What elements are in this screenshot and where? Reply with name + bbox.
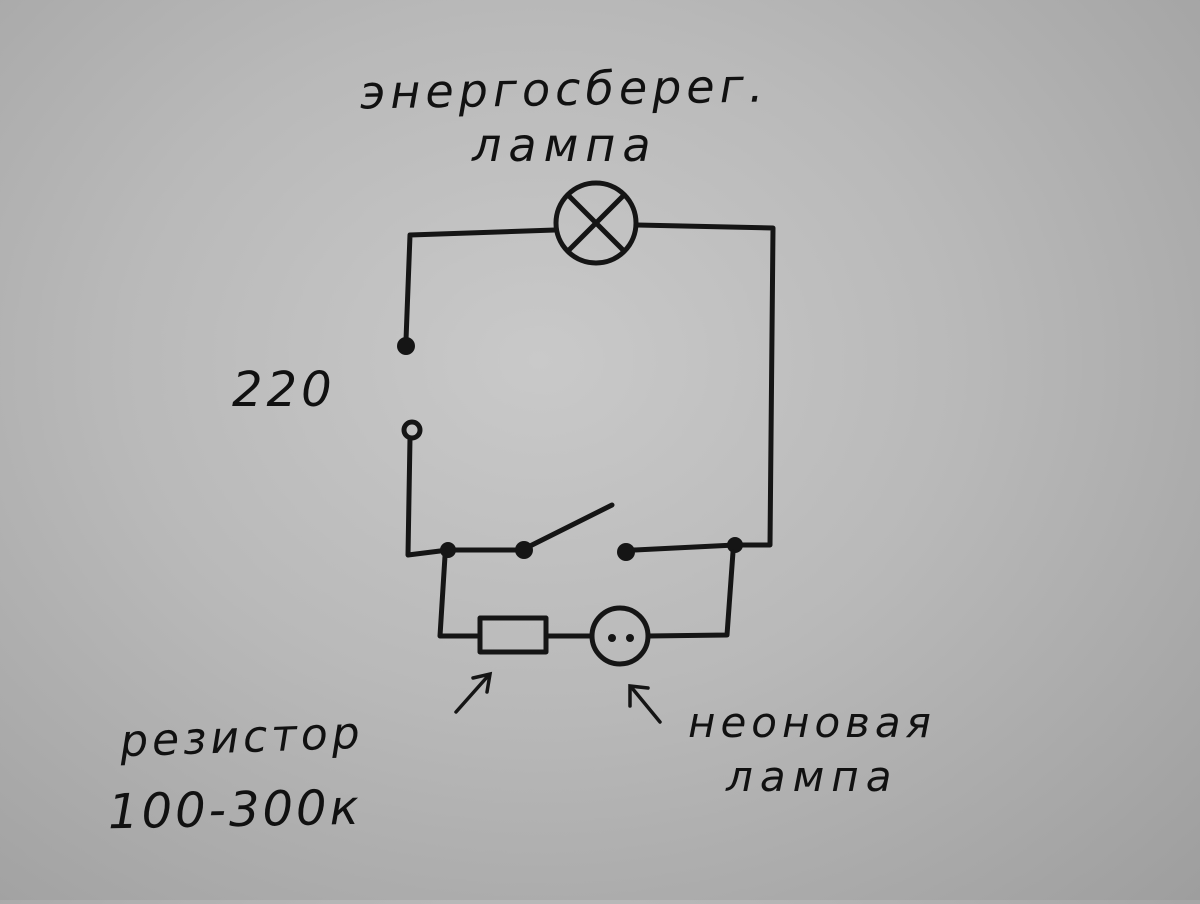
wire-top-right <box>634 222 776 548</box>
neon-label-line1: неоновая <box>688 698 936 747</box>
resistor-symbol-icon <box>477 615 549 655</box>
resistor-label: резистор <box>119 707 365 768</box>
switch-symbol-icon <box>515 502 635 561</box>
wire-branch-left <box>437 553 481 639</box>
wire-branch-right <box>645 549 736 639</box>
junction-right <box>727 537 743 553</box>
supply-terminal-top <box>397 337 415 355</box>
voltage-label: 220 <box>232 362 336 418</box>
neon-arrow-icon <box>628 684 662 724</box>
neon-lamp-symbol-icon <box>589 605 651 667</box>
wire-switch-right <box>631 542 738 553</box>
energy-saving-lamp-symbol-icon <box>553 180 639 266</box>
resistor-value-label: 100-300к <box>107 779 363 841</box>
resistor-arrow-icon <box>454 671 493 714</box>
neon-label-line2: лампа <box>726 752 899 801</box>
wire-left-lower <box>405 435 451 558</box>
supply-terminal-bottom <box>401 419 423 441</box>
lamp-title-line2: лампа <box>472 118 658 172</box>
wire-top-left <box>403 227 558 343</box>
lamp-title-line1: энергосберег. <box>359 58 769 120</box>
